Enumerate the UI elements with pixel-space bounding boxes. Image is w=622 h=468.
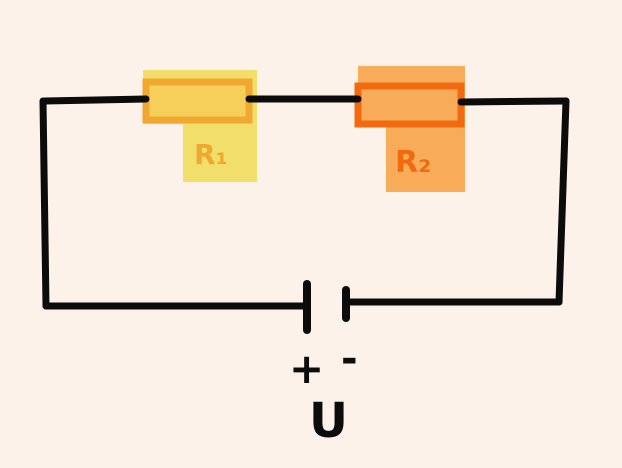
source-voltage-label: U <box>309 393 348 449</box>
source-minus-sign: - <box>341 336 358 382</box>
r1-label-highlight <box>183 118 257 182</box>
wire-right-top <box>457 97 570 106</box>
resistor-r2: R₂ <box>354 66 465 192</box>
wire-left-side <box>39 97 50 310</box>
r1-body <box>142 78 253 124</box>
source-plus-sign: + <box>289 344 324 393</box>
r1-label: R₁ <box>194 138 228 171</box>
wires <box>39 95 570 310</box>
r2-label: R₂ <box>395 145 431 180</box>
wire-left-top <box>41 95 150 105</box>
voltage-source <box>303 280 350 334</box>
resistor-r1: R₁ <box>142 70 257 182</box>
r2-body <box>354 82 465 128</box>
r2-label-highlight <box>386 122 465 192</box>
wire-right-side <box>555 97 570 306</box>
